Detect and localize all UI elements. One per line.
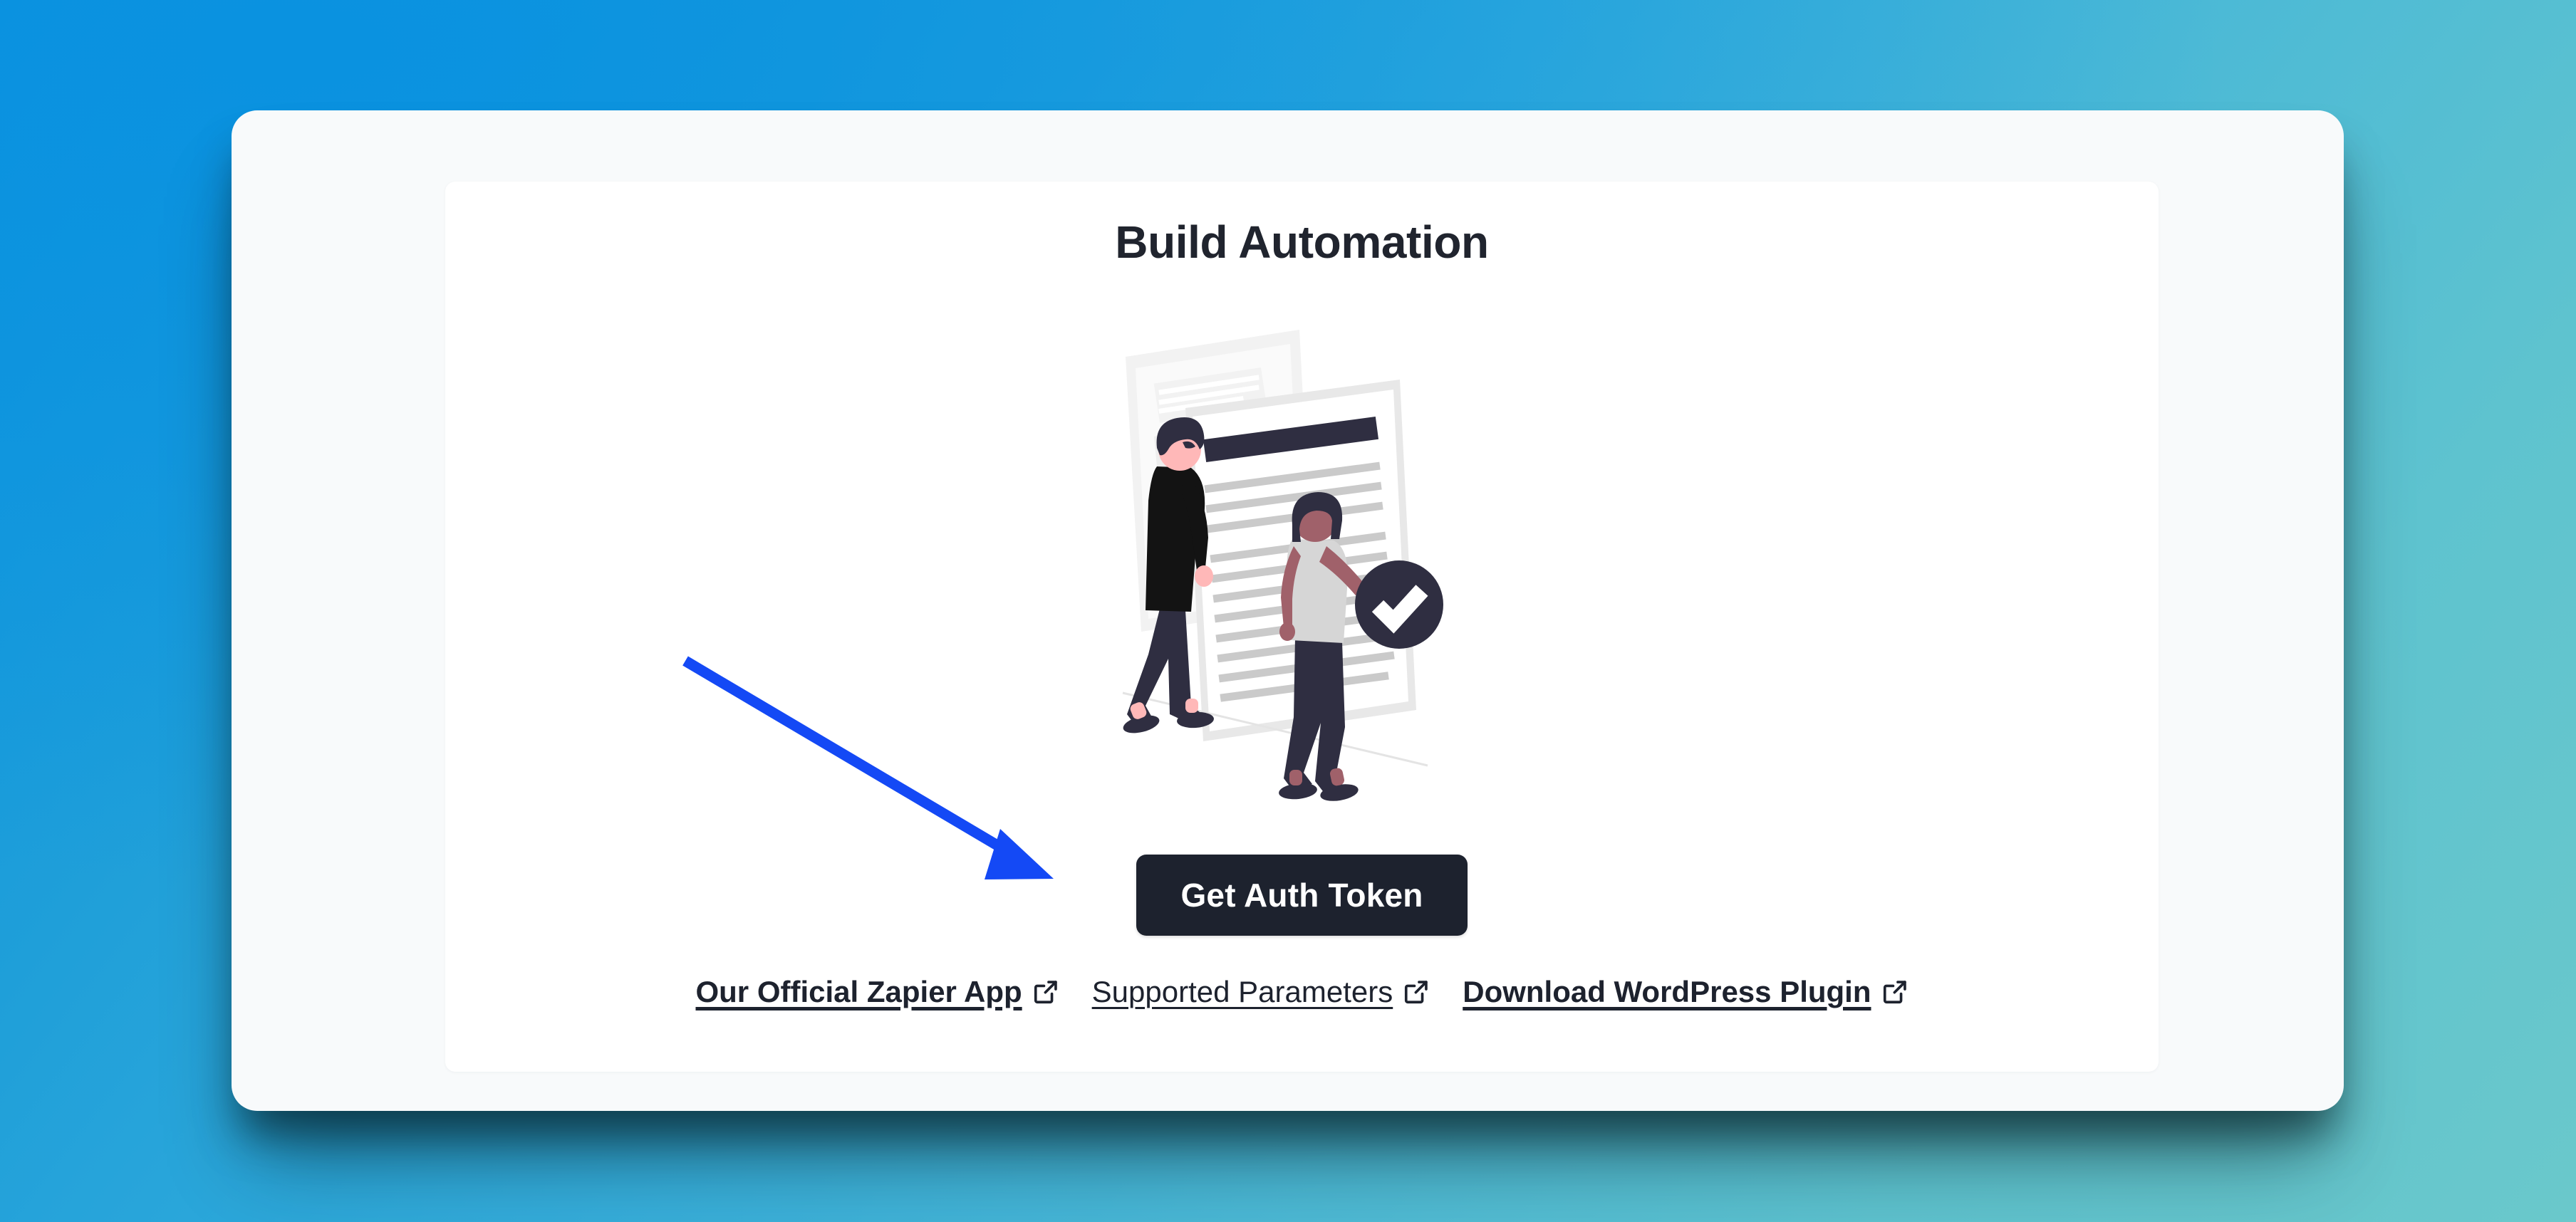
link-label: Supported Parameters — [1091, 975, 1393, 1008]
footer-links: Our Official Zapier App Supported Parame… — [445, 975, 2159, 1008]
external-link-icon — [1034, 981, 1057, 1004]
external-link-icon — [1405, 981, 1428, 1004]
cta-container: Get Auth Token — [445, 855, 2159, 936]
checkmark-badge — [1354, 560, 1443, 649]
get-auth-token-button[interactable]: Get Auth Token — [1136, 855, 1468, 936]
walking-person-left — [1123, 417, 1214, 733]
link-download-wordpress-plugin[interactable]: Download WordPress Plugin — [1463, 975, 1908, 1008]
external-link-icon — [1883, 981, 1906, 1004]
link-label: Our Official Zapier App — [695, 975, 1022, 1008]
link-our-official-zapier-app[interactable]: Our Official Zapier App — [695, 975, 1059, 1008]
content-panel: Build Automation — [445, 182, 2159, 1072]
documents-with-people-and-checkmark-illustration — [1117, 303, 1487, 815]
link-supported-parameters[interactable]: Supported Parameters — [1091, 975, 1430, 1008]
main-card: Build Automation — [232, 110, 2344, 1111]
link-label: Download WordPress Plugin — [1463, 975, 1871, 1008]
page-title: Build Automation — [1115, 216, 1489, 268]
